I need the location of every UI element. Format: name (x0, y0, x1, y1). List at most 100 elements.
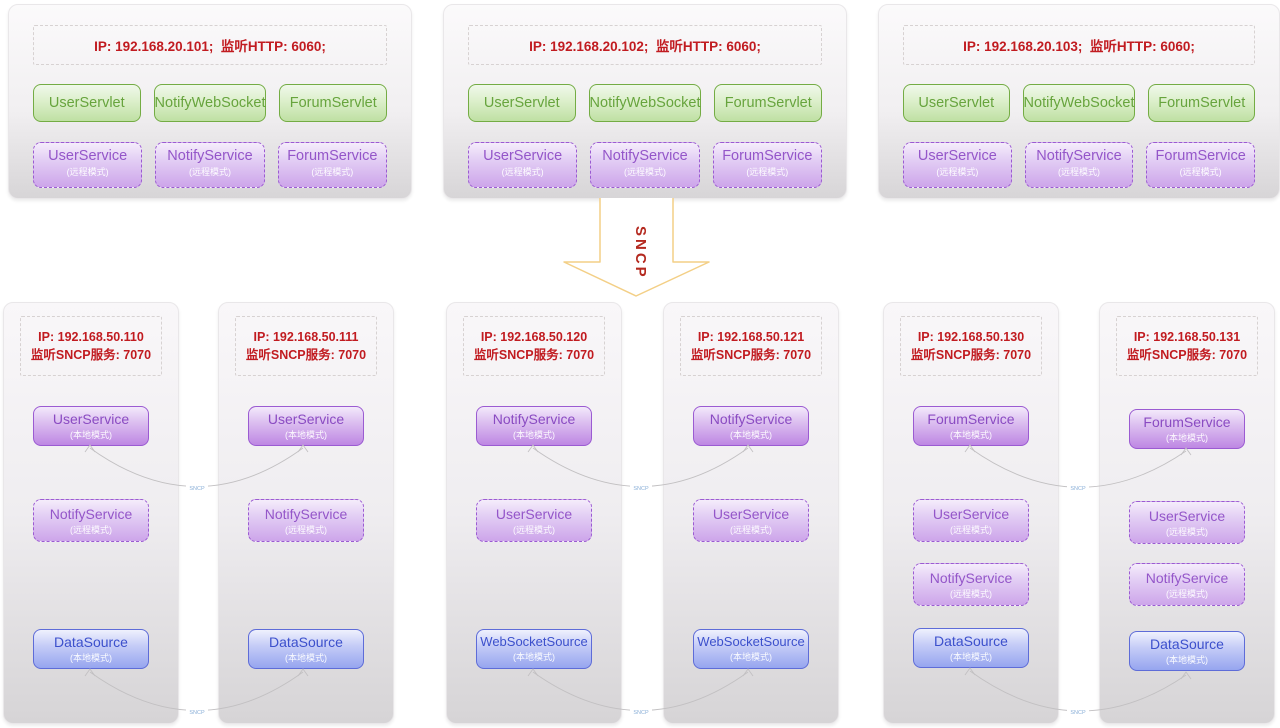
node-port-line: 监听SNCP服务: 7070 (1126, 348, 1248, 362)
remote-service-box: NotifyService (远程模式) (590, 142, 700, 188)
service-mode: (远程模式) (285, 525, 327, 535)
service-name: UserService (917, 148, 997, 164)
service-name: UserService (483, 148, 563, 164)
service-mode: (远程模式) (950, 525, 992, 535)
service-name: NotifyService (167, 148, 253, 164)
local-service-box: NotifyService (本地模式) (476, 406, 592, 446)
servlet-box: UserServlet (33, 84, 141, 122)
remote-service-box: UserService (远程模式) (913, 499, 1029, 542)
servlet-box: ForumServlet (714, 84, 823, 122)
http-server-container-3: IP: 192.168.20.103; 监听HTTP: 6060; UserSe… (878, 4, 1280, 199)
service-mode: (本地模式) (513, 430, 555, 440)
sncp-arrow-shape (563, 198, 710, 297)
source-name: DataSource (1150, 636, 1224, 652)
connector-label: SNCP (1070, 486, 1086, 492)
node-ip-banner: IP: 192.168.50.131 监听SNCP服务: 7070 (1116, 316, 1258, 376)
source-mode: (本地模式) (1166, 655, 1208, 665)
service-name: NotifyService (929, 570, 1013, 586)
source-name: DataSource (934, 633, 1008, 649)
source-name: WebSocketSource (480, 634, 588, 649)
local-service-box: ForumService (本地模式) (913, 406, 1029, 446)
service-name: UserService (52, 411, 130, 427)
service-mode: (本地模式) (285, 430, 327, 440)
sncp-node-container-131: IP: 192.168.50.131 监听SNCP服务: 7070 ForumS… (1099, 302, 1275, 724)
service-mode: (远程模式) (188, 167, 231, 177)
remote-service-box: UserService (远程模式) (1129, 501, 1245, 544)
service-mode: (远程模式) (746, 167, 789, 177)
connector-label: SNCP (189, 710, 205, 716)
datasource-box: DataSource (本地模式) (913, 628, 1029, 668)
service-name: NotifyService (1036, 148, 1122, 164)
service-name: NotifyService (709, 411, 793, 427)
service-mode: (本地模式) (950, 430, 992, 440)
service-name: UserService (267, 411, 345, 427)
service-mode: (远程模式) (1166, 589, 1208, 599)
sncp-arrow: SNCP (563, 198, 710, 297)
service-mode: (远程模式) (623, 167, 666, 177)
websocketsource-box: WebSocketSource (本地模式) (476, 629, 592, 669)
source-mode: (本地模式) (285, 653, 327, 663)
service-mode: (远程模式) (513, 525, 555, 535)
servlet-box: UserServlet (468, 84, 576, 122)
remote-service-box: UserService (远程模式) (476, 499, 592, 542)
local-service-box: NotifyService (本地模式) (693, 406, 809, 446)
node-ip-line: IP: 192.168.50.110 (38, 329, 144, 344)
source-name: WebSocketSource (697, 634, 805, 649)
local-service-box: UserService (本地模式) (33, 406, 149, 446)
connector-label: SNCP (1070, 710, 1086, 716)
service-mode: (远程模式) (66, 167, 109, 177)
datasource-box: DataSource (本地模式) (248, 629, 364, 669)
connector-label: SNCP (633, 486, 649, 492)
sncp-node-container-110: IP: 192.168.50.110 监听SNCP服务: 7070 UserSe… (3, 302, 179, 724)
connector-label: SNCP (633, 710, 649, 716)
remote-service-row: UserService (远程模式) NotifyService (远程模式) … (9, 142, 411, 188)
node-ip-line: IP: 192.168.50.131 (1133, 329, 1241, 344)
connector-label: SNCP (189, 486, 205, 492)
service-name: UserService (48, 148, 128, 164)
servlet-box: NotifyWebSocket (1022, 84, 1136, 122)
service-name: ForumService (927, 411, 1015, 427)
source-name: DataSource (269, 634, 343, 650)
servlet-row: UserServlet NotifyWebSocket ForumServlet (9, 84, 411, 122)
service-name: UserService (932, 506, 1010, 522)
node-ip-banner: IP: 192.168.50.120 监听SNCP服务: 7070 (463, 316, 605, 376)
service-name: NotifyService (602, 148, 688, 164)
service-name: NotifyService (492, 411, 576, 427)
ip-banner: IP: 192.168.20.103; 监听HTTP: 6060; (903, 25, 1255, 65)
service-name: NotifyService (49, 506, 133, 522)
service-mode: (远程模式) (1058, 167, 1100, 177)
sncp-node-container-121: IP: 192.168.50.121 监听SNCP服务: 7070 Notify… (663, 302, 839, 724)
service-mode: (本地模式) (70, 430, 112, 440)
service-name: NotifyService (264, 506, 348, 522)
service-name: ForumService (287, 148, 378, 164)
service-mode: (远程模式) (70, 525, 112, 535)
http-server-container-2: IP: 192.168.20.102; 监听HTTP: 6060; UserSe… (443, 4, 847, 199)
service-name: ForumService (1143, 414, 1231, 430)
remote-service-box: UserService (远程模式) (903, 142, 1012, 188)
remote-service-row: UserService (远程模式) NotifyService (远程模式) … (444, 142, 846, 188)
ip-banner: IP: 192.168.20.101; 监听HTTP: 6060; (33, 25, 387, 65)
servlet-row: UserServlet NotifyWebSocket ForumServlet (879, 84, 1279, 122)
local-service-box: UserService (本地模式) (248, 406, 364, 446)
node-ip-line: IP: 192.168.50.111 (253, 329, 359, 344)
service-mode: (本地模式) (730, 430, 772, 440)
remote-service-row: UserService (远程模式) NotifyService (远程模式) … (879, 142, 1279, 188)
service-mode: (本地模式) (1166, 433, 1208, 443)
remote-service-box: ForumService (远程模式) (1146, 142, 1256, 188)
remote-service-box: NotifyService (远程模式) (155, 142, 265, 188)
source-name: DataSource (54, 634, 128, 650)
node-port-line: 监听SNCP服务: 7070 (30, 348, 152, 362)
local-service-box: ForumService (本地模式) (1129, 409, 1245, 449)
servlet-box: ForumServlet (279, 84, 388, 122)
sncp-node-container-120: IP: 192.168.50.120 监听SNCP服务: 7070 Notify… (446, 302, 622, 724)
service-mode: (远程模式) (730, 525, 772, 535)
servlet-box: UserServlet (903, 84, 1010, 122)
service-name: UserService (1148, 508, 1226, 524)
sncp-node-container-130: IP: 192.168.50.130 监听SNCP服务: 7070 ForumS… (883, 302, 1059, 724)
service-mode: (远程模式) (936, 167, 979, 177)
node-port-line: 监听SNCP服务: 7070 (910, 348, 1032, 362)
websocketsource-box: WebSocketSource (本地模式) (693, 629, 809, 669)
service-name: UserService (495, 506, 573, 522)
remote-service-box: UserService (远程模式) (468, 142, 578, 188)
service-name: ForumService (722, 148, 813, 164)
